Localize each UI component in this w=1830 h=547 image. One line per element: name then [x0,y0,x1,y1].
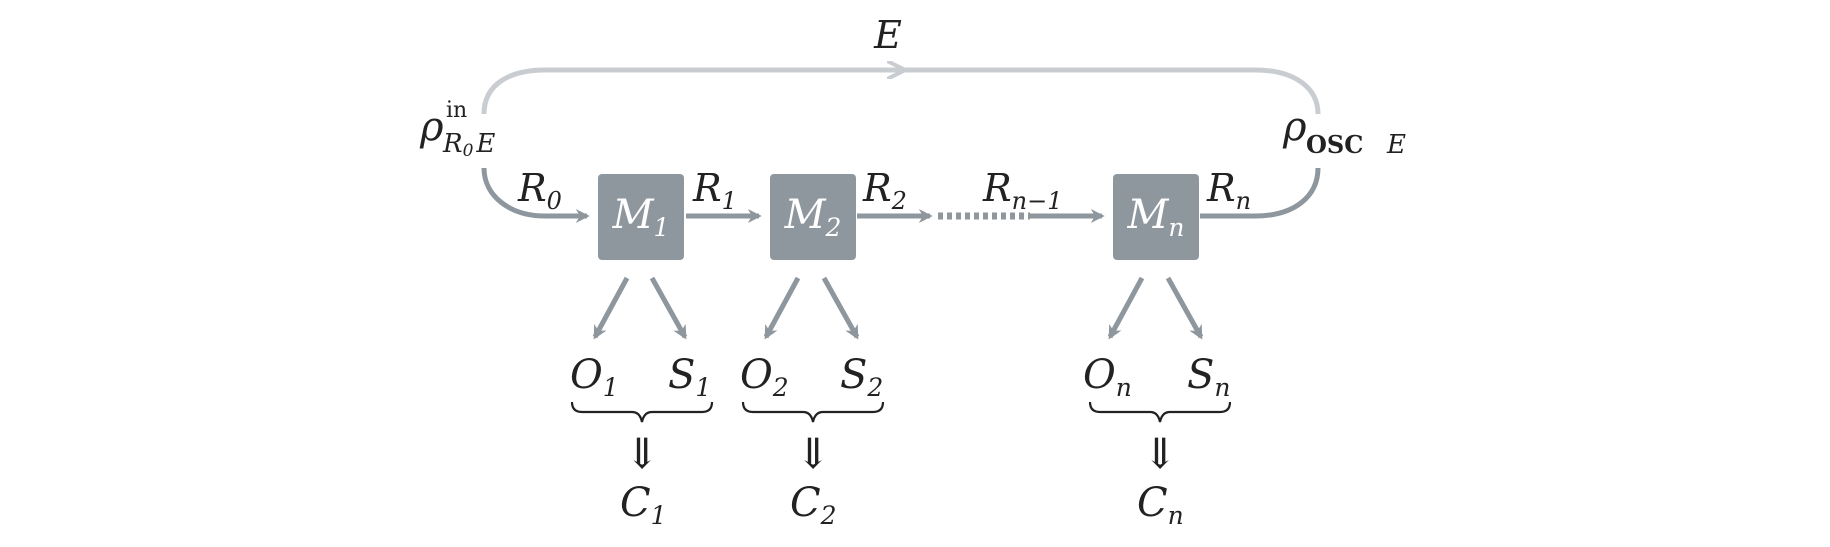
brace-2 [741,401,885,423]
environment-loop [481,67,1321,115]
map-box-1: M1 [598,174,684,260]
outcome-label-n: On [1083,352,1132,402]
classical-label-n: Cn [1137,480,1184,530]
outcome-label-1: O1 [570,352,619,402]
outcome-label-2: O2 [740,352,789,402]
map-label-2: M2 [784,192,842,242]
output-arrow-o-n [1107,276,1145,340]
implies-arrow-n: ⇓ [1142,429,1177,478]
output-arrow-o-1 [592,276,630,340]
environment-label: E [873,13,902,57]
output-group-2: O2 S2 ⇓ C2 [740,352,885,530]
output-arrow-s-2 [821,276,860,340]
register-wire-n [1200,167,1321,219]
output-state-base: ρ [1282,104,1307,150]
output-state-label: ρ OSC E [1282,104,1406,160]
register-label-n: Rn [1206,166,1251,215]
input-state-superscript: in [446,98,467,123]
brace-n [1088,401,1232,423]
output-arrow-s-1 [649,276,688,340]
brace-1 [570,401,714,423]
map-label-1: M1 [612,192,670,242]
state-label-n: Sn [1187,352,1231,402]
register-label-2: R2 [862,166,907,215]
output-group-1: O1 S1 ⇓ C1 [570,352,714,530]
output-arrow-s-n [1165,276,1204,340]
register-wire-0 [481,167,590,223]
implies-arrow-1: ⇓ [624,429,659,478]
map-box-n: Mn [1113,174,1199,260]
implies-arrow-2: ⇓ [795,429,830,478]
output-group-n: On Sn ⇓ Cn [1083,352,1232,530]
map-box-2: M2 [770,174,856,260]
output-arrow-o-2 [763,276,801,340]
output-state-subscript-tail: E [1386,130,1406,160]
input-state-base: ρ [419,104,444,150]
state-label-1: S1 [668,352,711,402]
classical-label-2: C2 [790,480,837,530]
register-label-0: R0 [517,166,562,215]
register-label-1: R1 [692,166,737,215]
state-label-2: S2 [840,352,883,402]
map-label-n: Mn [1126,192,1184,242]
output-state-subscript-bold: OSC [1306,130,1363,159]
register-label-n-1: Rn−1 [982,166,1062,215]
classical-label-1: C1 [620,480,667,530]
